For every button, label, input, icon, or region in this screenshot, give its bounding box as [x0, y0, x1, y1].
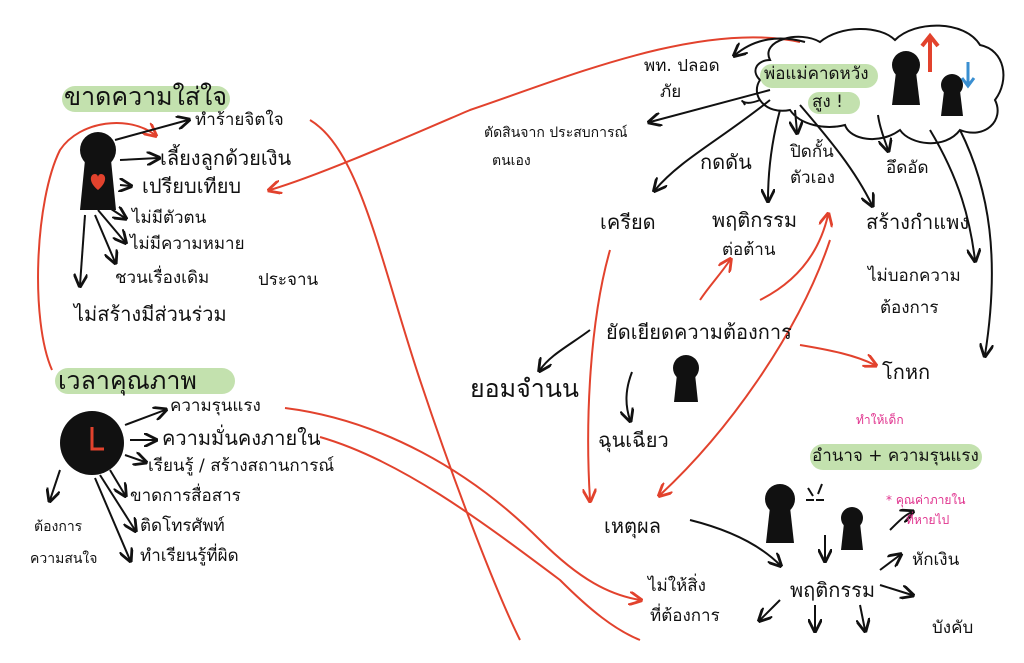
power-item-behavior: พฤติกรรม: [790, 578, 876, 602]
needs-item-submit: ยอมจำนน: [470, 374, 580, 403]
power-item-withhold: ไม่ให้สิ่ง: [648, 576, 706, 596]
quality-item-attention: ความสนใจ: [30, 551, 98, 567]
heart-icon: [90, 174, 106, 190]
parents-item-safety: พท. ปลอด: [644, 56, 720, 76]
quality-item-phone: ติดโทรศัพท์: [140, 516, 225, 536]
title-highlight-neglect: [62, 86, 230, 112]
neglect-item-old-topic: ชวนเรื่องเดิม: [115, 268, 210, 288]
keyhole-icon: [80, 132, 116, 210]
parents-item-behavior: พฤติกรรม: [712, 208, 798, 232]
needs-item-lie: โกหก: [882, 360, 931, 384]
keyhole-icon: [673, 355, 699, 402]
red-link-parents-to-compare: [270, 36, 801, 190]
red-link-loop-left: [37, 122, 155, 371]
neglect-item-shame: ประจาน: [258, 270, 319, 290]
power-item-force: บังคับ: [932, 618, 974, 638]
power-item-reason: เหตุผล: [604, 514, 661, 538]
parents-item-resist: ต่อต้าน: [722, 240, 776, 260]
neglect-title: ขาดความใส่ใจ: [64, 82, 227, 111]
red-links: [37, 36, 875, 641]
quality-item-wrong-learning: ทำเรียนรู้ที่ผิด: [140, 546, 239, 566]
red-link-needs-behavior: [699, 260, 730, 301]
quality-item-no-communication: ขาดการสื่อสาร: [130, 486, 241, 506]
down-arrow-icon: [960, 62, 976, 89]
needs-item-angry: ฉุนเฉียว: [598, 428, 669, 452]
parents-label: พ่อแม่คาดหวัง: [764, 64, 869, 84]
parents-item-block: ปิดกั้น: [790, 142, 834, 162]
red-link-needs-up: [759, 215, 828, 301]
parents-item-judge-2: ตนเอง: [492, 153, 531, 169]
keyhole-icon: [841, 507, 863, 550]
label-highlight-parents: [760, 64, 878, 88]
label-highlight-power: [810, 444, 982, 470]
parents-item-untold-2: ต้องการ: [880, 298, 939, 318]
quality-item-learn: เรียนรู้ / สร้างสถานการณ์: [148, 456, 335, 476]
clock-icon: [60, 411, 124, 475]
keyhole-icon: [892, 51, 920, 105]
neglect-item-no-participation: ไม่สร้างมีส่วนร่วม: [74, 302, 227, 326]
power-item-deduct: หักเงิน: [912, 550, 960, 570]
label-highlight-high: [808, 92, 860, 114]
keyhole-icon: [765, 484, 795, 543]
needs-label: ยัดเยียดความต้องการ: [606, 320, 792, 344]
parents-item-safety-2: ภัย: [660, 82, 682, 102]
red-link-needs-lie: [799, 344, 875, 365]
neglect-item-hurt: ทำร้ายจิตใจ: [195, 110, 284, 130]
red-link-hurt-down: [309, 119, 521, 641]
quality-time-title: เวลาคุณภาพ: [58, 366, 197, 395]
quality-item-violence: ความรุนแรง: [170, 396, 261, 416]
black-links-left: [50, 120, 188, 560]
parents-item-block-2: ตัวเอง: [790, 168, 835, 188]
parents-item-pressure: กดดัน: [700, 150, 752, 174]
quality-item-security: ความมั่นคงภายใน: [162, 426, 321, 450]
power-note-side: * คุณค่าภายใน: [886, 493, 966, 507]
parents-item-untold: ไม่บอกความ: [868, 266, 961, 286]
parents-item-uneasy: อึดอัด: [886, 158, 929, 178]
neglect-item-no-self: ไม่มีตัวตน: [132, 208, 207, 228]
neglect-item-meaningless: ไม่มีความหมาย: [130, 234, 245, 254]
neglect-item-money: เลี้ยงลูกด้วยเงิน: [160, 146, 292, 170]
red-link-violence: [284, 407, 640, 600]
power-note-top: ทำให้เด็ก: [856, 413, 904, 427]
parents-item-stress: เครียด: [600, 210, 656, 234]
thought-cloud: [754, 24, 1005, 145]
neglect-item-compare: เปรียบเทียบ: [142, 174, 242, 198]
title-highlight-quality-time: [55, 368, 235, 394]
up-arrow-icon: [920, 32, 940, 72]
parents-item-judge: ตัดสินจาก ประสบการณ์: [484, 125, 628, 141]
red-link-cross-reason: [660, 239, 831, 495]
power-label: อำนาจ + ความรุนแรง: [812, 446, 979, 466]
power-note-side-2: ที่หายไป: [906, 513, 950, 527]
parents-high-label: สูง !: [812, 92, 843, 112]
black-links-right: [540, 37, 992, 630]
red-link-stress-reason: [588, 249, 611, 500]
red-link-security: [319, 436, 641, 641]
quality-item-want: ต้องการ: [34, 519, 83, 535]
parents-item-wall: สร้างกำแพง: [866, 210, 970, 234]
keyhole-icon: [941, 74, 963, 116]
power-item-withhold-2: ที่ต้องการ: [650, 606, 720, 626]
anger-mark-icon: [806, 483, 824, 501]
